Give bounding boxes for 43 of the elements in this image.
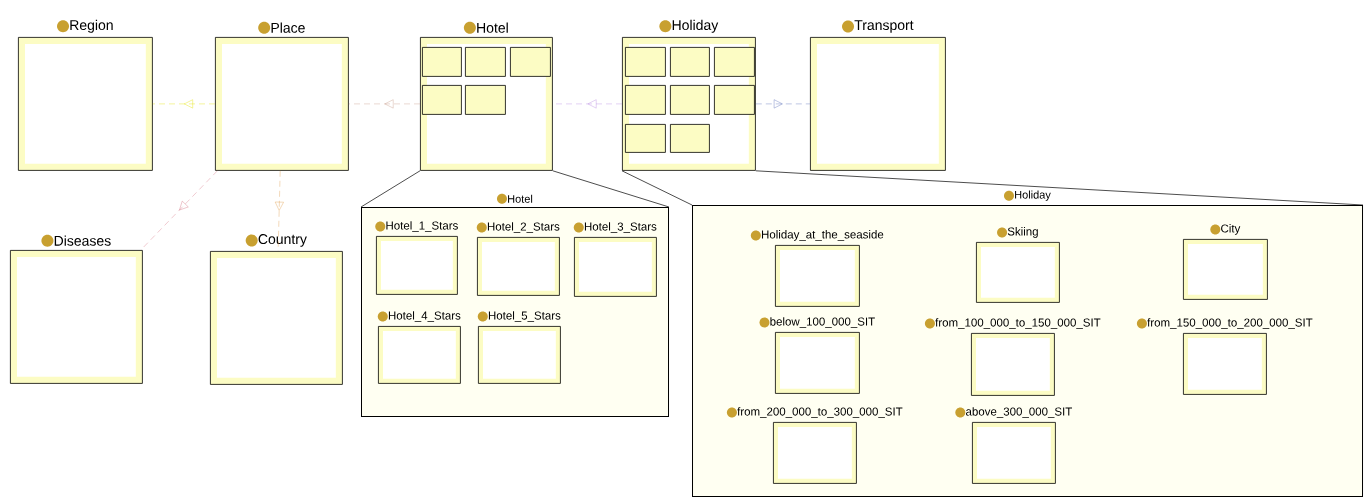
- connector-line: [360, 170, 421, 208]
- connector-line: [552, 170, 670, 208]
- class-label: Region: [70, 19, 113, 33]
- class-label: Country: [258, 234, 307, 247]
- class-label: Hotel_4_Stars: [388, 311, 461, 322]
- instance-box: [465, 85, 506, 115]
- class-label: Hotel_3_Stars: [584, 222, 657, 233]
- class-label: Skiing: [1007, 227, 1038, 238]
- arrow: [152, 99, 216, 109]
- instance-box: [714, 47, 755, 77]
- instance-box: [625, 85, 666, 115]
- class-label: Hotel_2_Stars: [487, 222, 560, 233]
- class-label: City: [1221, 224, 1241, 235]
- instance-box: [625, 47, 666, 77]
- class-label: Hotel: [477, 22, 508, 33]
- class-label: from_150_000_to_200_000_SIT: [1147, 318, 1313, 329]
- class-label: Transport: [854, 20, 914, 33]
- instance-box: [670, 124, 710, 153]
- instance-box: [670, 47, 710, 77]
- class-label: above_300_000_SIT: [966, 407, 1072, 418]
- class-label: from_200_000_to_300_000_SIT: [737, 407, 903, 418]
- class-label: Hotel_5_Stars: [488, 311, 561, 322]
- arrow: [755, 99, 811, 109]
- connector-line: [621, 170, 693, 206]
- arrow: [348, 99, 421, 109]
- class-label: Holiday_at_the_seaside: [761, 230, 884, 241]
- arrow: [274, 170, 284, 252]
- class-label: Diseases: [54, 235, 111, 246]
- connector-line: [755, 170, 1364, 206]
- class-label: Place: [271, 22, 305, 33]
- instance-box: [510, 47, 551, 77]
- class-label: Hotel: [508, 194, 533, 203]
- instance-box: [714, 85, 755, 115]
- class-label: Hotel_1_Stars: [386, 221, 458, 232]
- class-label: below_100_000_SIT: [770, 317, 875, 328]
- class-label: Holiday: [672, 19, 719, 33]
- class-label: from_100_000_to_150_000_SIT: [935, 318, 1101, 329]
- instance-box: [422, 47, 462, 77]
- class-label: Holiday: [1015, 190, 1051, 201]
- instance-box: [465, 47, 506, 77]
- instance-box: [625, 124, 666, 153]
- instance-box: [422, 85, 462, 115]
- instance-box: [670, 85, 710, 115]
